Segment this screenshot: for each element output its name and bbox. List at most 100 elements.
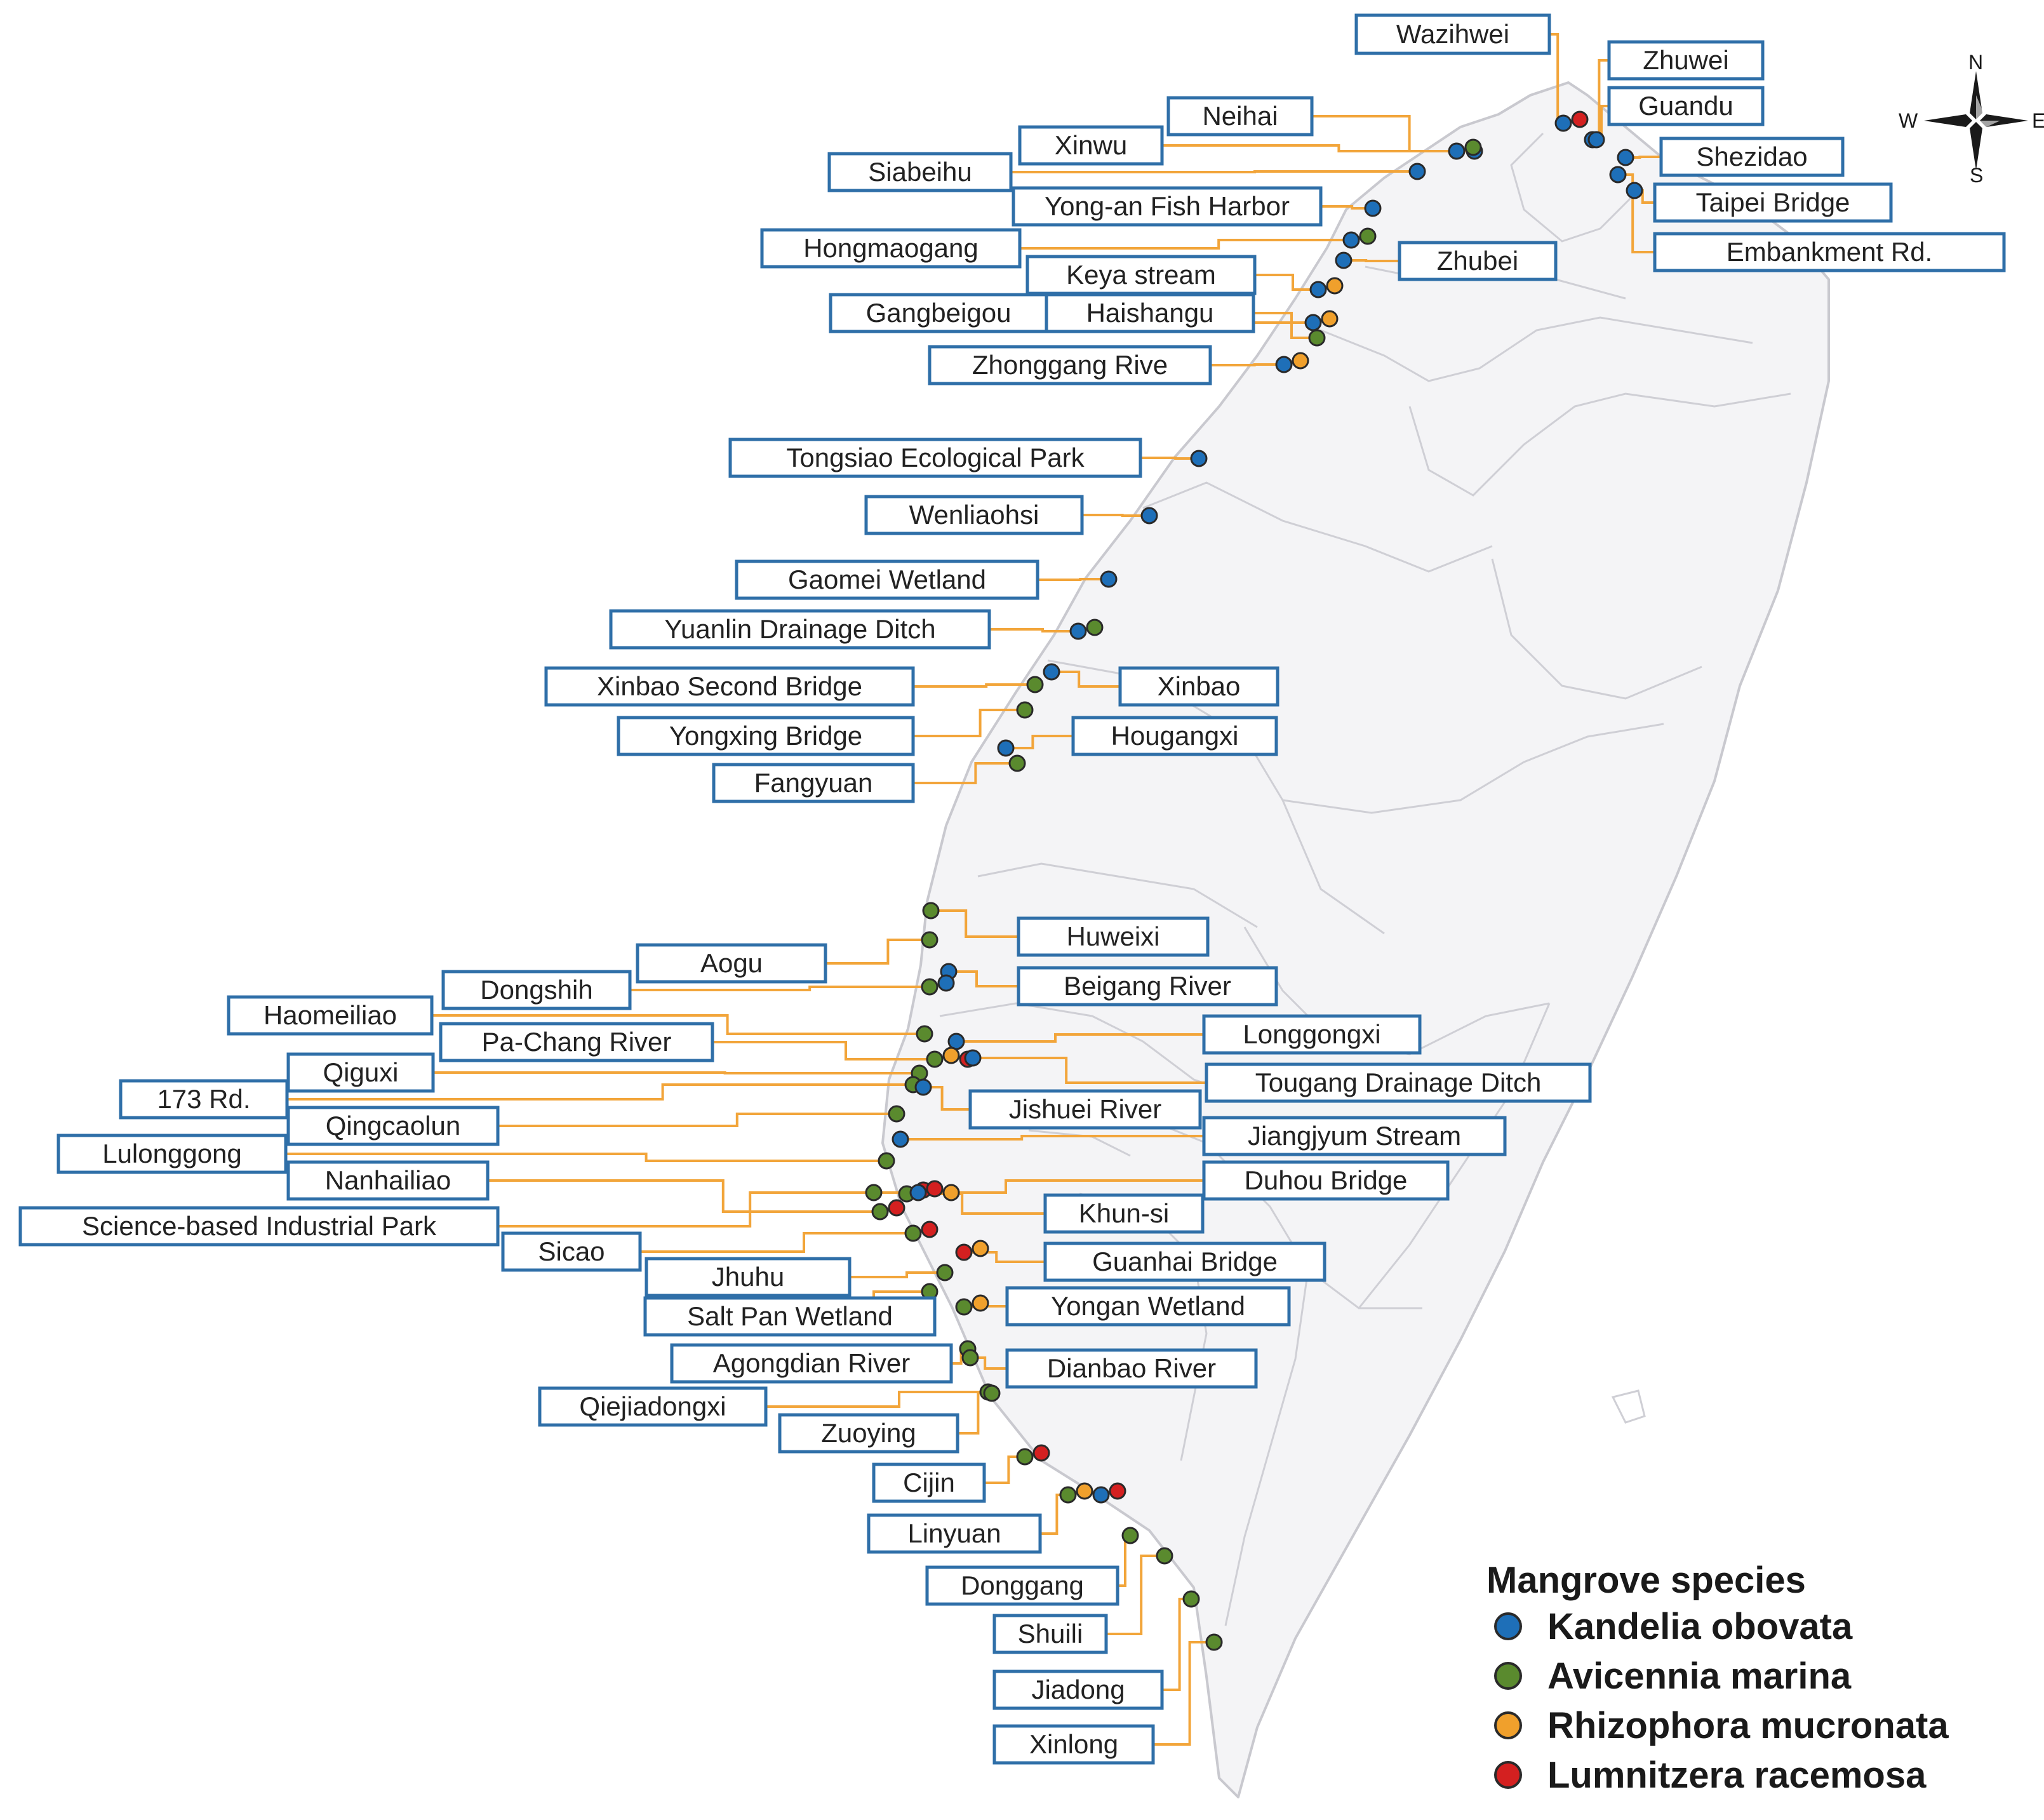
site-label-yongxing-bridge[interactable]: Yongxing Bridge [617, 716, 915, 756]
site-label-fangyuan[interactable]: Fangyuan [712, 763, 915, 803]
site-label-dongshih[interactable]: Dongshih [441, 970, 632, 1010]
site-marker-aogu-avicennia[interactable] [921, 931, 939, 949]
site-marker-xinwu-avicennia[interactable] [1464, 138, 1482, 156]
site-label-xinlong[interactable]: Xinlong [992, 1724, 1155, 1765]
site-marker-cijin-lumnitzera[interactable] [1032, 1444, 1050, 1462]
site-label-dianbao-river[interactable]: Dianbao River [1005, 1348, 1258, 1389]
site-marker-dongshih-avicennia[interactable] [921, 978, 939, 996]
site-label-qiguxi[interactable]: Qiguxi [286, 1052, 435, 1093]
site-label-gaomei-wetland[interactable]: Gaomei Wetland [735, 559, 1039, 600]
site-marker-jiadong-avicennia[interactable] [1182, 1590, 1200, 1608]
site-label-siabeihu[interactable]: Siabeihu [827, 152, 1013, 192]
site-marker-linyuan-kandelia[interactable] [1092, 1486, 1110, 1504]
site-marker-science-based-industrial-park-rhizophora[interactable] [942, 1184, 960, 1201]
site-marker-sicao-lumnitzera[interactable] [921, 1221, 939, 1238]
site-label-aogu[interactable]: Aogu [636, 943, 827, 984]
site-label-xinbao[interactable]: Xinbao [1118, 666, 1279, 707]
site-marker-pa-chang-river-rhizophora[interactable] [942, 1047, 960, 1064]
site-marker-cijin-avicennia[interactable] [1016, 1448, 1034, 1466]
site-label-jishuei-river[interactable]: Jishuei River [968, 1089, 1202, 1130]
site-marker-sicao-avicennia[interactable] [904, 1224, 922, 1242]
site-marker-dianbao-river-avicennia[interactable] [961, 1349, 979, 1367]
site-label-salt-pan-wetland[interactable]: Salt Pan Wetland [643, 1296, 937, 1337]
site-label-linyuan[interactable]: Linyuan [867, 1513, 1042, 1554]
site-label-tougang-drainage-ditch[interactable]: Tougang Drainage Ditch [1205, 1062, 1592, 1103]
site-marker-xinbao-second-bridge-avicennia[interactable] [1026, 676, 1044, 693]
site-label-qingcaolun[interactable]: Qingcaolun [286, 1106, 500, 1146]
site-label-xinwu[interactable]: Xinwu [1018, 125, 1164, 166]
site-marker-donggang-avicennia[interactable] [1121, 1527, 1139, 1544]
site-label-zhonggang-rive[interactable]: Zhonggang Rive [928, 345, 1212, 385]
site-marker-zhubei-kandelia[interactable] [1335, 251, 1353, 269]
site-label-longgongxi[interactable]: Longgongxi [1202, 1014, 1422, 1055]
site-label-zhuwei[interactable]: Zhuwei [1607, 40, 1765, 81]
site-marker-jishuei-river-kandelia[interactable] [914, 1078, 932, 1096]
site-marker-yongxing-bridge-avicennia[interactable] [1016, 701, 1034, 719]
site-label-nanhailiao[interactable]: Nanhailiao [286, 1160, 490, 1201]
site-marker-nanhailiao-avicennia[interactable] [871, 1203, 889, 1221]
site-marker-pa-chang-river-avicennia[interactable] [926, 1050, 944, 1068]
site-label-sicao[interactable]: Sicao [501, 1231, 642, 1272]
site-label-huweixi[interactable]: Huweixi [1017, 916, 1210, 957]
site-marker-taipei-bridge-kandelia[interactable] [1626, 182, 1643, 199]
site-marker-guandu-kandelia[interactable] [1587, 131, 1605, 149]
site-label-shuili[interactable]: Shuili [992, 1614, 1108, 1654]
site-label-xinbao-second-bridge[interactable]: Xinbao Second Bridge [544, 666, 915, 707]
site-marker-yong-an-fish-harbor-kandelia[interactable] [1364, 199, 1382, 217]
site-label-wenliaohsi[interactable]: Wenliaohsi [864, 495, 1084, 535]
site-label-taipei-bridge[interactable]: Taipei Bridge [1653, 182, 1893, 223]
site-label-pa-chang-river[interactable]: Pa-Chang River [439, 1022, 714, 1062]
site-label-jiangjyum-stream[interactable]: Jiangjyum Stream [1202, 1116, 1507, 1156]
site-label-jhuhu[interactable]: Jhuhu [645, 1257, 852, 1297]
site-label-hougangxi[interactable]: Hougangxi [1071, 716, 1278, 756]
site-marker-wazihwei-kandelia[interactable] [1554, 114, 1572, 132]
site-marker-haomeiliao-avicennia[interactable] [916, 1025, 933, 1043]
site-marker-huweixi-avicennia[interactable] [922, 902, 940, 920]
site-marker-duhou-bridge-avicennia[interactable] [865, 1184, 883, 1201]
site-marker-keya-stream-rhizophora[interactable] [1326, 277, 1344, 295]
site-marker-jhuhu-avicennia[interactable] [936, 1264, 954, 1281]
site-marker-dongshih-kandelia[interactable] [937, 974, 955, 992]
site-marker-science-based-industrial-park-lumnitzera[interactable] [926, 1180, 944, 1198]
site-marker-hongmaogang-kandelia[interactable] [1342, 231, 1360, 249]
site-marker-shezidao-kandelia[interactable] [1617, 149, 1634, 166]
site-label-yong-an-fish-harbor[interactable]: Yong-an Fish Harbor [1012, 186, 1323, 227]
site-label-hongmaogang[interactable]: Hongmaogang [760, 228, 1022, 269]
site-marker-yuanlin-drainage-ditch-kandelia[interactable] [1069, 622, 1087, 640]
site-label-science-based-industrial-park[interactable]: Science-based Industrial Park [18, 1206, 500, 1247]
site-label-khun-si[interactable]: Khun-si [1043, 1193, 1205, 1234]
site-marker-siabeihu-kandelia[interactable] [1408, 163, 1426, 180]
site-label-qiejiadongxi[interactable]: Qiejiadongxi [538, 1386, 768, 1427]
site-marker-gangbeigou-rhizophora[interactable] [1321, 310, 1339, 328]
site-marker-gangbeigou-kandelia[interactable] [1304, 314, 1322, 331]
site-label-173-rd[interactable]: 173 Rd. [119, 1079, 289, 1120]
site-marker-tongsiao-ecological-park-kandelia[interactable] [1190, 450, 1208, 467]
site-label-duhou-bridge[interactable]: Duhou Bridge [1202, 1160, 1450, 1201]
site-marker-nanhailiao-lumnitzera[interactable] [888, 1199, 905, 1217]
site-label-lulonggong[interactable]: Lulonggong [57, 1134, 288, 1174]
site-label-haomeiliao[interactable]: Haomeiliao [227, 995, 434, 1036]
site-label-embankment-rd[interactable]: Embankment Rd. [1653, 232, 2006, 272]
site-marker-xinbao-kandelia[interactable] [1043, 663, 1060, 681]
site-marker-linyuan-rhizophora[interactable] [1076, 1482, 1093, 1500]
site-label-jiadong[interactable]: Jiadong [992, 1669, 1164, 1710]
site-label-beigang-river[interactable]: Beigang River [1017, 966, 1278, 1007]
site-marker-hougangxi-kandelia[interactable] [997, 739, 1015, 757]
site-marker-hongmaogang-avicennia[interactable] [1359, 227, 1377, 245]
site-marker-jiangjyum-stream-kandelia[interactable] [892, 1130, 909, 1148]
site-marker-qingcaolun-avicennia[interactable] [888, 1105, 905, 1123]
site-marker-xinlong-avicennia[interactable] [1205, 1633, 1223, 1651]
site-marker-shuili-avicennia[interactable] [1156, 1547, 1173, 1565]
site-marker-lulonggong-avicennia[interactable] [878, 1152, 895, 1170]
site-marker-embankment-rd-kandelia[interactable] [1609, 166, 1627, 184]
site-marker-wazihwei-lumnitzera[interactable] [1571, 110, 1589, 128]
site-label-keya-stream[interactable]: Keya stream [1025, 255, 1257, 295]
site-label-yuanlin-drainage-ditch[interactable]: Yuanlin Drainage Ditch [609, 609, 991, 650]
site-label-agongdian-river[interactable]: Agongdian River [670, 1343, 953, 1384]
site-marker-zhonggang-rive-rhizophora[interactable] [1292, 352, 1309, 370]
site-marker-science-based-industrial-park-kandelia[interactable] [909, 1184, 927, 1201]
site-label-guandu[interactable]: Guandu [1607, 86, 1765, 126]
site-label-gangbeigou[interactable]: Gangbeigou [829, 293, 1048, 333]
site-label-neihai[interactable]: Neihai [1166, 96, 1314, 137]
site-marker-xinwu-kandelia[interactable] [1448, 142, 1466, 160]
